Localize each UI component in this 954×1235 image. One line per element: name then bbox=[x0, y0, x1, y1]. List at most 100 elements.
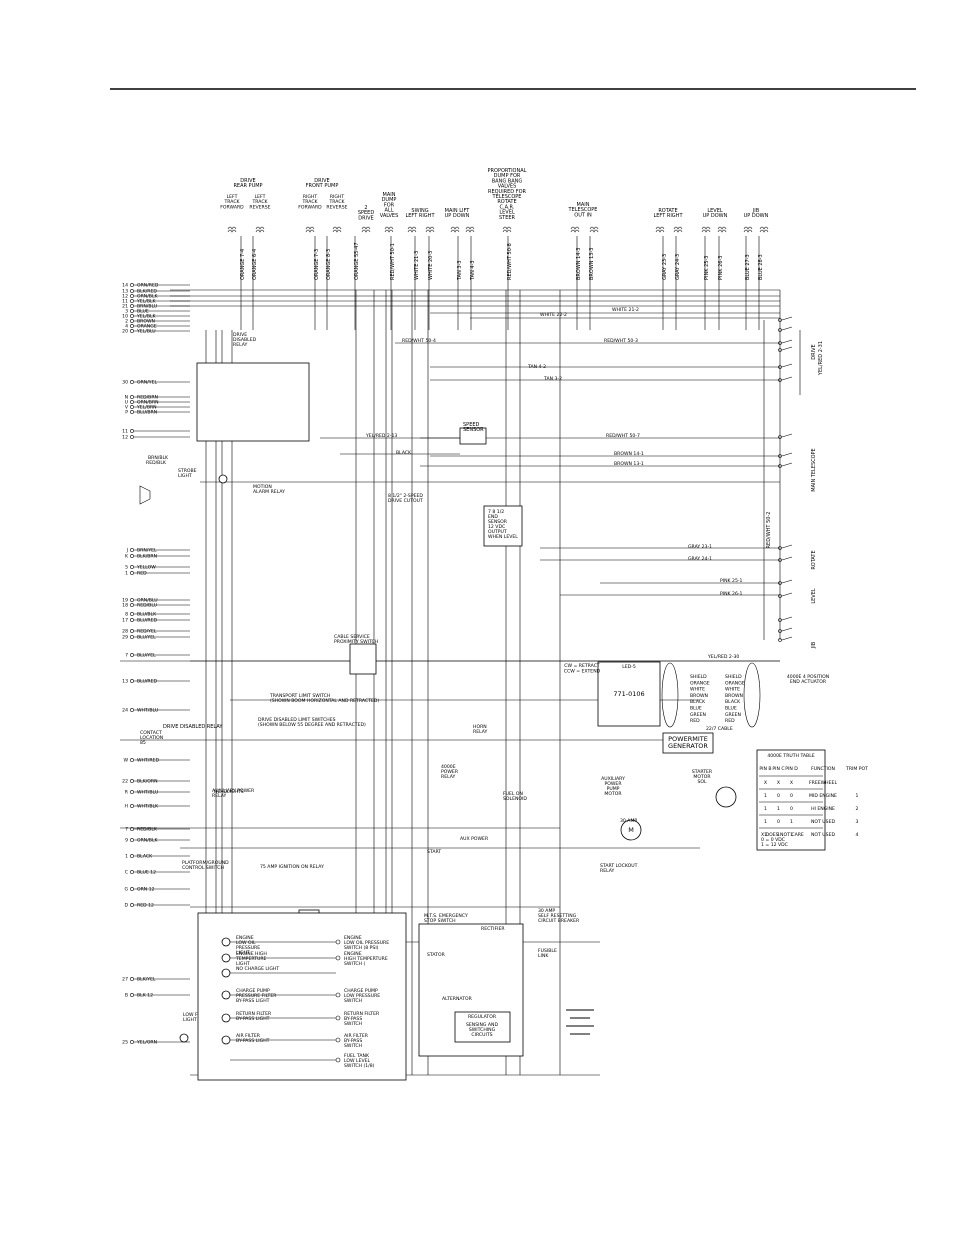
truth-table-note: 1 = 12 VDC bbox=[761, 842, 788, 848]
indicator-light-label: ENGINE HIGH bbox=[236, 951, 267, 957]
terminal-id: 19 bbox=[122, 598, 128, 604]
valve-group-title: UP DOWN bbox=[744, 213, 769, 219]
switch-contact-icon bbox=[778, 328, 782, 332]
horn-icon bbox=[139, 485, 151, 505]
terminal-id: H bbox=[125, 804, 128, 810]
valve-group-title: ALL bbox=[385, 208, 394, 214]
truth-table-cell: 1 bbox=[790, 832, 793, 838]
switch-contact-icon bbox=[778, 546, 782, 550]
connector-shell-icon bbox=[743, 662, 761, 728]
valve-coil-icon bbox=[701, 229, 711, 233]
valve-group-title: SPEED bbox=[358, 210, 375, 216]
terminal-wire-label: RED 12 bbox=[137, 903, 154, 909]
switch-contact-icon bbox=[778, 454, 782, 458]
sender-switch-label: BY-PASS bbox=[344, 1038, 362, 1044]
valve-coil-icon bbox=[227, 229, 237, 233]
switch-contact-icon bbox=[778, 341, 782, 345]
fusible-label: LINK bbox=[538, 953, 549, 959]
indicator-light-label: LIGHT bbox=[236, 950, 250, 956]
terminal-id: 17 bbox=[122, 618, 128, 624]
truth-table-header: FUNCTION bbox=[811, 766, 835, 772]
sender-switch-label: HIGH TEMPERTURE bbox=[344, 956, 388, 962]
terminal-id: 4 bbox=[125, 324, 128, 330]
valve-coil-icon bbox=[361, 226, 371, 230]
truth-table-cell: 1 bbox=[764, 819, 767, 825]
valve-group-title: MAIN bbox=[383, 192, 396, 198]
valve-sub-label: TRACK bbox=[223, 199, 240, 205]
terminal-icon bbox=[130, 548, 134, 552]
terminal-id: 20 bbox=[122, 329, 128, 335]
terminal-icon bbox=[130, 314, 134, 318]
valve-coil-icon bbox=[305, 229, 315, 233]
valve-coil-icon bbox=[673, 229, 683, 233]
indicator-light-icon bbox=[221, 953, 231, 963]
side-label: RED/WHT 50-2 bbox=[766, 512, 772, 549]
terminal-wire-label: BLK/RED bbox=[137, 289, 157, 295]
alarm-label: ALARM RELAY bbox=[253, 489, 285, 495]
bus-label: BRN/BLK bbox=[148, 455, 169, 461]
terminal-id: C bbox=[125, 870, 128, 876]
valve-coil-icon bbox=[759, 226, 769, 230]
valve-group-title: LEVEL bbox=[707, 208, 723, 214]
terminal-icon bbox=[130, 838, 134, 842]
top-wire-label: GRAY 24-3 bbox=[675, 254, 681, 280]
terminal-wire-label: YEL/BLU bbox=[136, 329, 156, 335]
contact-label: CONTACT bbox=[140, 730, 162, 736]
low-fuel-light-icon bbox=[179, 1033, 189, 1043]
pump-label: POWER bbox=[604, 781, 622, 787]
sender-switch-label: FUEL TANK bbox=[344, 1053, 370, 1059]
indicator-light-icon bbox=[221, 937, 231, 947]
terminal-icon bbox=[130, 429, 134, 433]
terminal-wire-label: BLK/BRN bbox=[137, 554, 157, 560]
terminal-icon bbox=[130, 993, 134, 997]
switch-contact-icon bbox=[778, 618, 782, 622]
bus-label: GRAY 23-1 bbox=[688, 544, 712, 550]
pump-label: PUMP bbox=[607, 786, 620, 792]
pump-label: AUXILIARY bbox=[601, 776, 625, 782]
indicator-light-label: BY-PASS LIGHT bbox=[236, 998, 270, 1004]
valve-coil-icon bbox=[384, 229, 394, 233]
valve-coil-icon bbox=[450, 226, 460, 230]
truth-table-cell: 1 bbox=[777, 806, 780, 812]
truth-table-header: TRIM POT bbox=[845, 766, 868, 772]
terminal-icon bbox=[130, 1040, 134, 1044]
disabled-limit-label: DRIVE DISABLED LIMIT SWITCHES bbox=[258, 717, 336, 723]
connector-wire-label: BLACK bbox=[690, 699, 706, 705]
terminal-wire-label: ORANGE bbox=[137, 324, 157, 330]
terminal-icon bbox=[130, 410, 134, 414]
top-wire-label: ORANGE 7-3 bbox=[314, 249, 320, 280]
terminal-icon bbox=[130, 804, 134, 808]
truth-table-cell: NOT USED bbox=[811, 832, 835, 838]
power-relay-label: POWER bbox=[441, 769, 459, 775]
switch-lever bbox=[781, 616, 793, 621]
end-sensor-label: SENSOR bbox=[488, 519, 508, 525]
end-sensor-label: 7 8 1/2 bbox=[488, 509, 504, 515]
valve-sub-label: TRACK bbox=[328, 199, 345, 205]
indicator-light-label: PRESSURE bbox=[236, 945, 260, 951]
valve-group-title: UP DOWN bbox=[703, 213, 728, 219]
switch-lever bbox=[781, 433, 793, 438]
switch-lever bbox=[781, 556, 793, 561]
rectifier-label: RECTIFIER bbox=[481, 926, 505, 932]
valve-coil-icon bbox=[717, 226, 727, 230]
valve-coil-icon bbox=[255, 229, 265, 233]
side-label: JIB bbox=[811, 641, 817, 649]
valve-group-title: DRIVE bbox=[240, 178, 255, 184]
truth-table-cell: 3 bbox=[856, 819, 859, 825]
switch-lever bbox=[781, 627, 793, 632]
valve-group-title: OUT IN bbox=[574, 212, 592, 218]
estop-label: M.T.S. EMERGENCY bbox=[424, 913, 468, 919]
terminal-icon bbox=[130, 395, 134, 399]
strobe-label: STROBE bbox=[178, 468, 197, 474]
indicator-light-label: TEMPERTURE bbox=[235, 956, 267, 962]
bus-label: TAN 4-2 bbox=[527, 364, 546, 370]
terminal-wire-label: ORN/YEL bbox=[137, 380, 158, 386]
bus-label: GRAY 24-1 bbox=[688, 556, 712, 562]
sender-switch-label: RETURN FILTER bbox=[344, 1011, 380, 1017]
terminal-wire-label: BLACK bbox=[137, 854, 153, 860]
top-wire-label: RED/WHT 50-8 bbox=[507, 243, 513, 280]
connector-wire-label: BROWN bbox=[725, 693, 743, 699]
valve-group-title: TELESCOPE bbox=[492, 194, 522, 200]
